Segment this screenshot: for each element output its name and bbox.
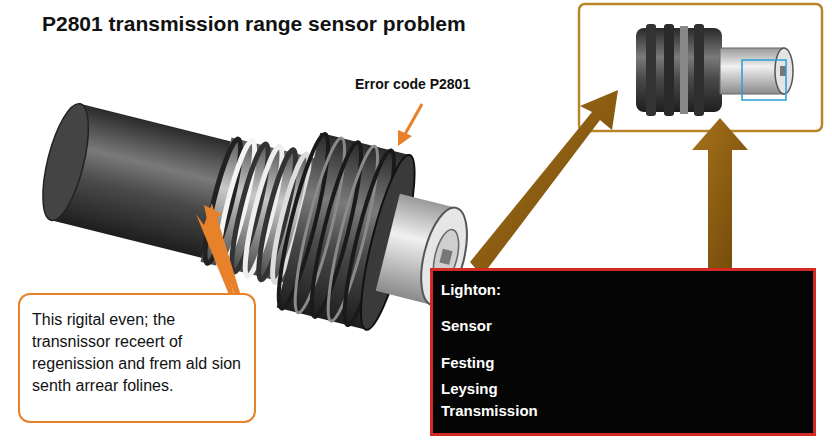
zoom-inset [579, 4, 822, 131]
callout-box: This rigital even; the transnissor recee… [18, 293, 256, 423]
callout-text: This rigital even; the transnissor recee… [32, 309, 242, 397]
leader-arrow [398, 104, 422, 146]
diagram-title: P2801 transmission range sensor problem [42, 12, 466, 36]
inset-label: Leysing Transmission [441, 378, 551, 422]
part-label: Error code P2801 [355, 76, 470, 92]
zoom-arrow [470, 90, 748, 276]
inset-label: Sensor [441, 315, 531, 337]
inset-label: Festing [441, 352, 531, 374]
inset-box: Lighton: SensorFestingLeysing Transmissio… [430, 268, 816, 436]
inset-label: Lighton: [441, 279, 561, 301]
